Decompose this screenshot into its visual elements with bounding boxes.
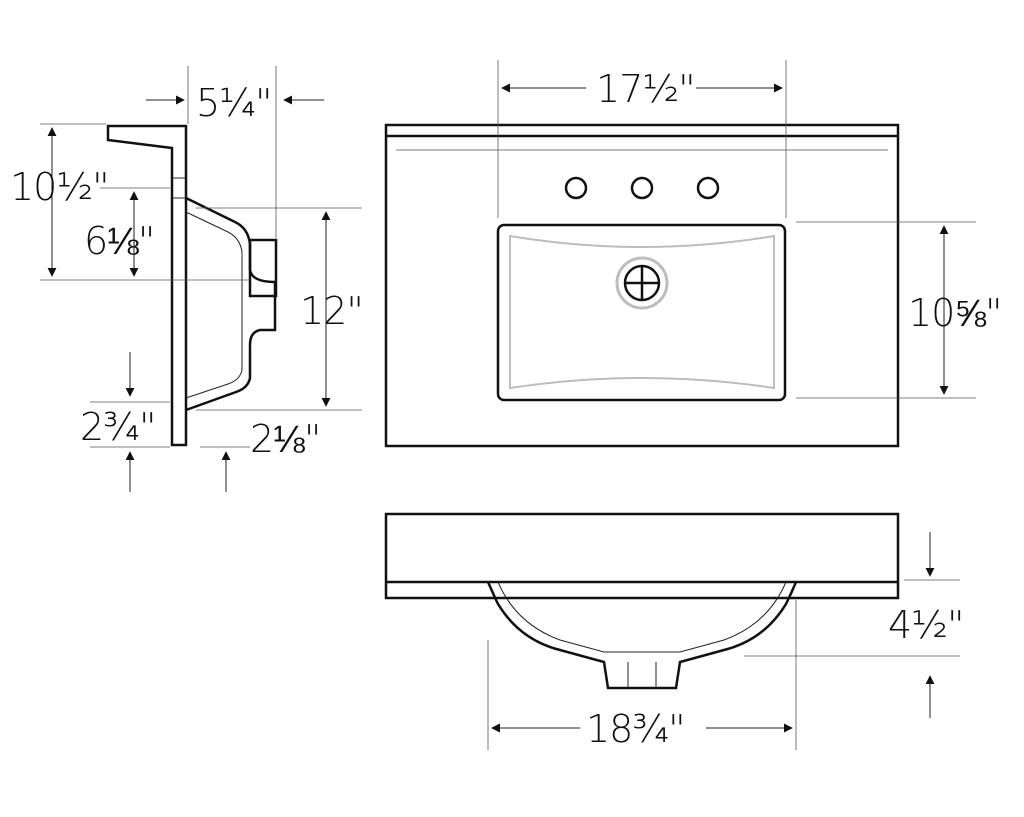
side-view: 5¼" 10½" 6⅛" 12" 2¾" 2⅛" — [10, 66, 364, 492]
side-profile-outline — [106, 124, 188, 447]
front-bowl-inner — [497, 581, 787, 653]
side-bowl-outer — [185, 196, 277, 412]
label-front-bowl-height: 4½" — [888, 603, 964, 647]
bowl-inner-rim — [509, 234, 775, 390]
label-side-upper-height: 6⅛" — [84, 219, 154, 263]
drain-ring — [615, 256, 669, 310]
top-view: 17½" 10⅝" — [384, 60, 1003, 448]
label-side-deck-thickness: 2¾" — [80, 405, 156, 449]
front-bowl-outer — [486, 581, 798, 690]
label-top-bowl-width: 17½" — [596, 67, 695, 111]
countertop-outline — [384, 123, 900, 448]
label-side-width: 5¼" — [196, 81, 272, 125]
label-side-bowl-depth: 12" — [300, 289, 363, 333]
label-front-bowl-width: 18¾" — [586, 707, 685, 751]
label-side-total-height: 10½" — [10, 165, 109, 209]
side-bowl-inner — [185, 211, 243, 399]
side-drain-stub — [248, 238, 278, 298]
label-side-drain-offset: 2⅛" — [250, 417, 320, 461]
label-top-bowl-depth: 10⅝" — [908, 291, 1002, 335]
drain-icon — [623, 264, 661, 302]
faucet-hole-right — [696, 176, 720, 200]
bowl-outline — [496, 223, 787, 402]
faucet-hole-center — [630, 176, 654, 200]
front-view: 4½" 18¾" — [384, 512, 965, 751]
faucet-hole-left — [564, 176, 588, 200]
front-countertop-outline — [384, 512, 900, 600]
